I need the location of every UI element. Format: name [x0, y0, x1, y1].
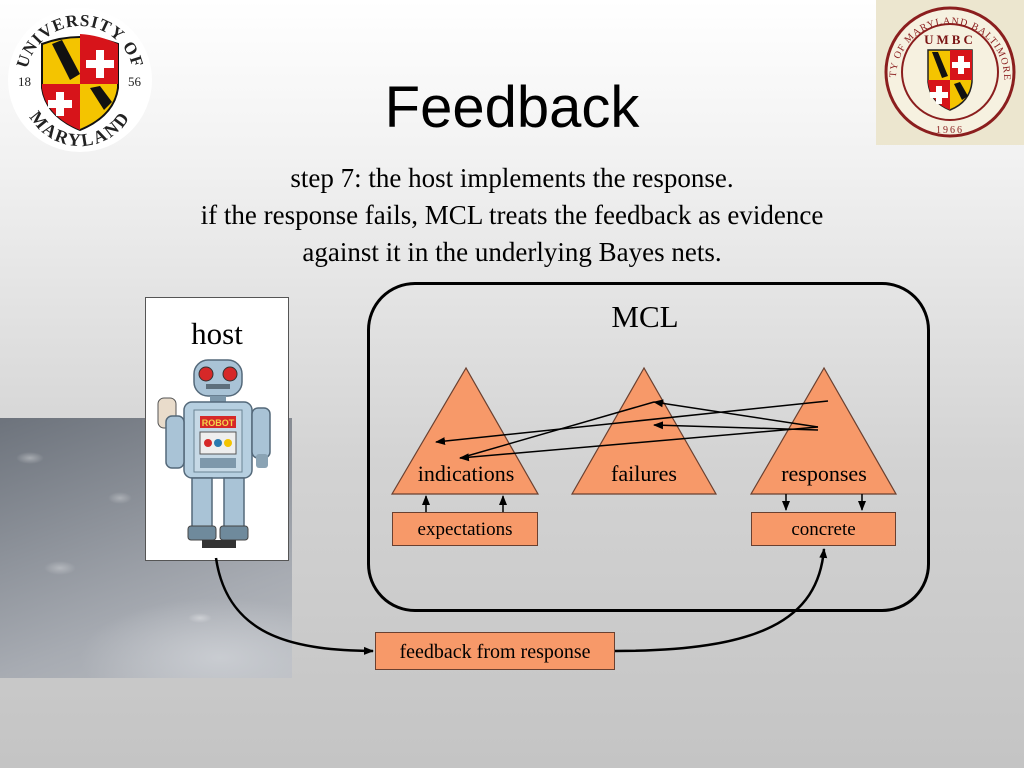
robot-plate-text: ROBOT: [202, 418, 235, 428]
mcl-box: [367, 282, 930, 612]
subtitle-line-3: against it in the underlying Bayes nets.: [302, 237, 722, 267]
responses-label: responses: [781, 461, 867, 486]
feedback-box: feedback from response: [375, 632, 615, 670]
seal-center-text: UMBC: [924, 32, 976, 47]
mcl-label: MCL: [611, 299, 679, 334]
failures-label: failures: [611, 461, 677, 486]
umbc-seal-logo: UNIVERSITY OF MARYLAND BALTIMORE COUNTY …: [878, 2, 1016, 138]
robot-icon: ROBOT: [157, 359, 271, 548]
indications-triangle: [390, 366, 540, 495]
expectations-box: expectations: [392, 512, 538, 546]
concrete-box: concrete: [751, 512, 896, 546]
responses-triangle: [749, 366, 898, 495]
arrow-responses-to-indications-2: [459, 426, 819, 462]
indications-label: indications: [417, 461, 515, 486]
host-label: host: [191, 316, 243, 351]
maryland-flag-shield-icon: [41, 34, 119, 132]
logo-year-left: 18: [18, 74, 31, 89]
maryland-flag-shield-icon: [927, 49, 973, 111]
arrow-host-to-feedback: [214, 557, 374, 655]
failures-triangle: [570, 366, 718, 495]
arrow-failures-to-indications: [459, 401, 655, 459]
logo-year-right: 56: [128, 74, 142, 89]
arrow-responses-to-indications-1: [435, 400, 829, 446]
seal-year: 1966: [936, 125, 964, 136]
arrow-responses-to-failures-2: [653, 421, 819, 431]
arrow-feedback-to-concrete: [614, 548, 828, 653]
subtitle-line-1: step 7: the host implements the response…: [290, 163, 734, 193]
subtitle-line-2: if the response fails, MCL treats the fe…: [200, 200, 824, 230]
university-of-maryland-logo: UNIVERSITY OF MARYLAND 18 56: [8, 8, 152, 152]
slide-title: Feedback: [384, 75, 640, 140]
arrow-responses-to-failures-1: [653, 399, 819, 428]
